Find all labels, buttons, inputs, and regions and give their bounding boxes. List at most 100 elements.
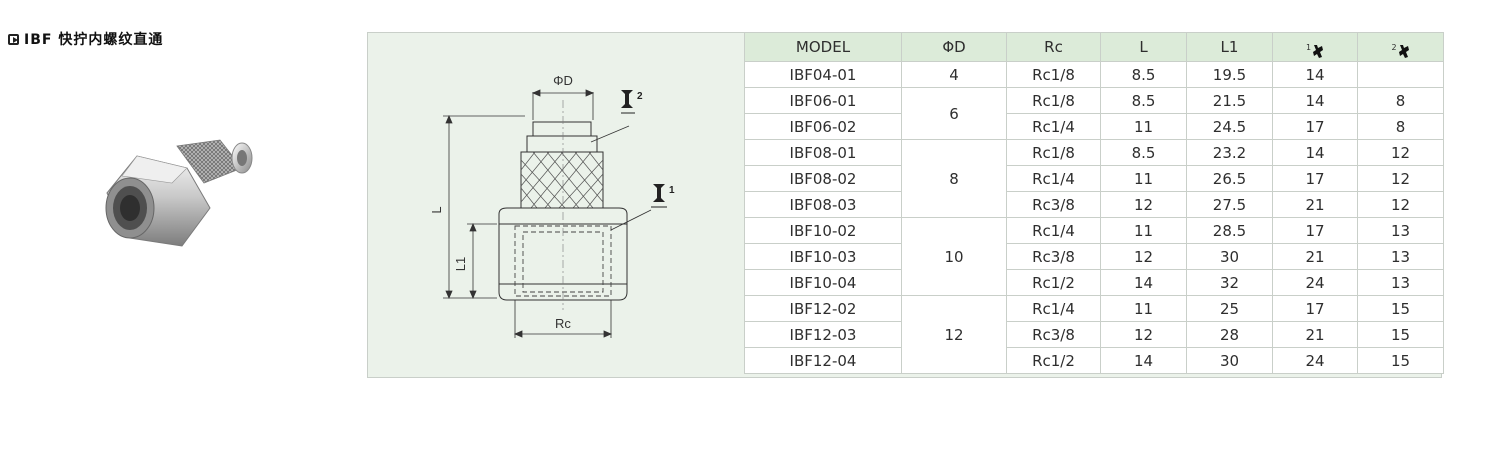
header-phi-d: ΦD	[901, 32, 1007, 62]
product-title: IBF 快拧内螺纹直通	[8, 29, 163, 49]
product-photo	[105, 139, 253, 247]
l1-label: L1	[453, 257, 468, 271]
cell-l1: 19.5	[1186, 61, 1273, 88]
cell-phi-d: 6	[901, 87, 1007, 140]
cell-wrench-2: 8	[1357, 113, 1444, 140]
cell-l: 11	[1100, 113, 1187, 140]
cell-wrench-1: 17	[1272, 217, 1358, 244]
cell-model: IBF10-02	[744, 217, 902, 244]
cell-wrench-1: 24	[1272, 347, 1358, 374]
cell-rc: Rc1/2	[1006, 347, 1101, 374]
cell-wrench-2: 12	[1357, 139, 1444, 166]
cell-phi-d: 12	[901, 295, 1007, 374]
cell-wrench-1: 17	[1272, 295, 1358, 322]
cell-wrench-2	[1357, 61, 1444, 88]
cell-l: 14	[1100, 347, 1187, 374]
table-header-row: MODEL ΦD Rc L L1 1 2	[744, 32, 1444, 62]
dimension-drawing: ΦD 2 1 L L1 Rc	[429, 73, 675, 338]
cell-model: IBF10-03	[744, 243, 902, 270]
wrench-2-label: 2	[637, 91, 643, 102]
cell-l: 14	[1100, 269, 1187, 296]
cell-rc: Rc1/8	[1006, 61, 1101, 88]
cell-model: IBF08-03	[744, 191, 902, 218]
table-row: IBF12-02 12 Rc1/4 11 25 17 15	[744, 295, 1444, 374]
cell-l1: 25	[1186, 295, 1273, 322]
cell-phi-d: 4	[901, 61, 1007, 88]
cell-l1: 23.2	[1186, 139, 1273, 166]
cell-rc: Rc1/4	[1006, 165, 1101, 192]
header-l1: L1	[1186, 32, 1273, 62]
table-row: IBF12-04 Rc1/2 14 30 24 15	[744, 347, 1444, 374]
l-label: L	[429, 206, 444, 213]
table-row: IBF06-01 6 Rc1/8 8.5 21.5 14 8	[744, 87, 1444, 140]
rc-label: Rc	[555, 316, 571, 331]
wrench-2-index: 2	[1391, 43, 1397, 52]
cell-model: IBF06-01	[744, 87, 902, 114]
wrench-1-index: 1	[1305, 43, 1312, 52]
cell-wrench-2: 12	[1357, 191, 1444, 218]
cell-wrench-2: 13	[1357, 217, 1444, 244]
cell-wrench-1: 21	[1272, 321, 1358, 348]
cell-l: 11	[1100, 295, 1187, 322]
cell-l: 8.5	[1100, 87, 1187, 114]
wrench-icon	[1313, 45, 1324, 58]
cell-l1: 30	[1186, 243, 1273, 270]
table-row: IBF06-02 Rc1/4 11 24.5 17 8	[744, 113, 1444, 140]
cell-model: IBF12-04	[744, 347, 902, 374]
cell-l: 11	[1100, 165, 1187, 192]
header-model: MODEL	[744, 32, 902, 62]
cell-wrench-2: 15	[1357, 347, 1444, 374]
cell-rc: Rc1/2	[1006, 269, 1101, 296]
table-row: IBF10-02 10 Rc1/4 11 28.5 17 13	[744, 217, 1444, 296]
cell-model: IBF06-02	[744, 113, 902, 140]
cell-l: 12	[1100, 321, 1187, 348]
table-row: IBF12-03 Rc3/8 12 28 21 15	[744, 321, 1444, 348]
cell-wrench-2: 8	[1357, 87, 1444, 114]
cell-l1: 32	[1186, 269, 1273, 296]
cell-model: IBF08-02	[744, 165, 902, 192]
header-wrench-1: 1	[1272, 32, 1358, 62]
header-wrench-2: 2	[1357, 32, 1444, 62]
cell-wrench-1: 24	[1272, 269, 1358, 296]
cell-l: 11	[1100, 217, 1187, 244]
table-row: IBF10-04 Rc1/2 14 32 24 13	[744, 269, 1444, 296]
spec-table: MODEL ΦD Rc L L1 1 2 IBF04-01 4 Rc1/8 8.…	[744, 32, 1444, 374]
cell-model: IBF12-02	[744, 295, 902, 322]
table-row: IBF08-01 8 Rc1/8 8.5 23.2 14 12	[744, 139, 1444, 218]
cell-l1: 28.5	[1186, 217, 1273, 244]
cell-l: 8.5	[1100, 139, 1187, 166]
table-row: IBF04-01 4 Rc1/8 8.5 19.5 14	[744, 61, 1444, 88]
cell-wrench-2: 13	[1357, 243, 1444, 270]
table-row: IBF10-03 Rc3/8 12 30 21 13	[744, 243, 1444, 270]
cell-wrench-2: 12	[1357, 165, 1444, 192]
cell-l1: 30	[1186, 347, 1273, 374]
cell-wrench-1: 21	[1272, 243, 1358, 270]
cell-model: IBF10-04	[744, 269, 902, 296]
cell-phi-d: 8	[901, 139, 1007, 218]
header-rc: Rc	[1006, 32, 1101, 62]
cell-rc: Rc1/4	[1006, 113, 1101, 140]
cell-phi-d: 10	[901, 217, 1007, 296]
cell-wrench-1: 14	[1272, 87, 1358, 114]
wrench-1-label: 1	[669, 185, 675, 196]
header-l: L	[1100, 32, 1187, 62]
cell-rc: Rc3/8	[1006, 243, 1101, 270]
cell-l1: 27.5	[1186, 191, 1273, 218]
cell-l1: 28	[1186, 321, 1273, 348]
product-title-text: IBF 快拧内螺纹直通	[24, 32, 164, 48]
cell-l1: 24.5	[1186, 113, 1273, 140]
cell-wrench-2: 15	[1357, 295, 1444, 322]
wrench-icon	[1398, 45, 1409, 58]
play-icon	[8, 33, 19, 45]
table-row: IBF08-02 Rc1/4 11 26.5 17 12	[744, 165, 1444, 192]
cell-wrench-1: 17	[1272, 113, 1358, 140]
phi-d-label: ΦD	[553, 73, 573, 88]
table-row: IBF08-03 Rc3/8 12 27.5 21 12	[744, 191, 1444, 218]
cell-l: 12	[1100, 243, 1187, 270]
cell-wrench-1: 21	[1272, 191, 1358, 218]
cell-l1: 26.5	[1186, 165, 1273, 192]
cell-rc: Rc1/4	[1006, 295, 1101, 322]
cell-model: IBF12-03	[744, 321, 902, 348]
cell-wrench-1: 14	[1272, 61, 1358, 88]
cell-model: IBF04-01	[744, 61, 902, 88]
